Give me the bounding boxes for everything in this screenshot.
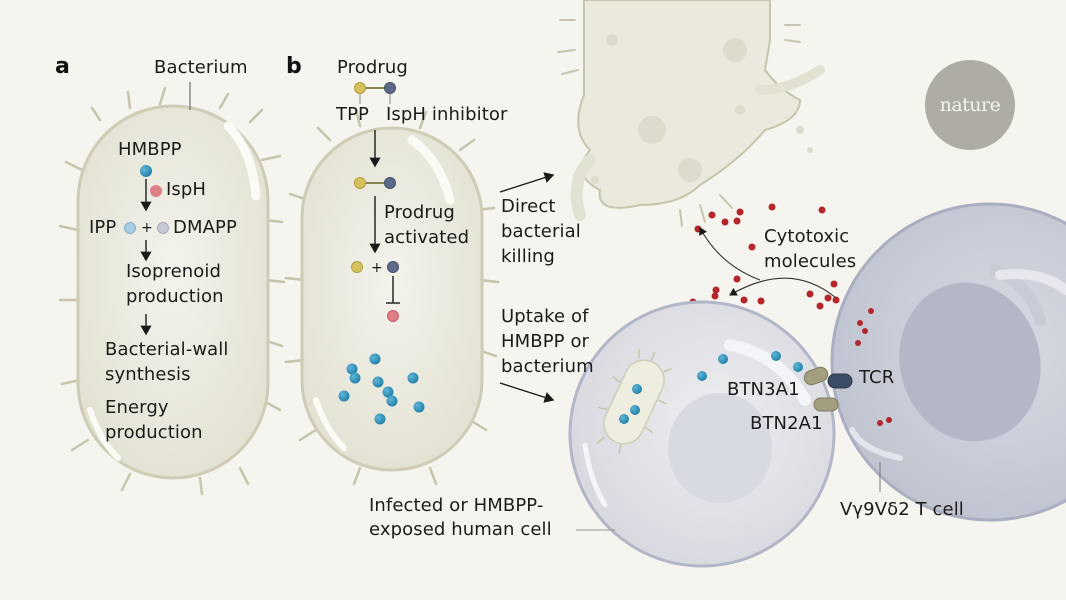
panel-label-a: a (55, 54, 70, 79)
uptake-line1: Uptake of (501, 306, 589, 327)
isph-inhibitor-icon (384, 82, 396, 94)
hmbpp-label: HMBPP (118, 139, 182, 160)
btn3a1-receptor-icon (803, 366, 829, 386)
tpp-label: TPP (336, 104, 370, 125)
energy-production-line1: Energy (105, 397, 169, 418)
isoprenoid-label-line1: Isoprenoid (126, 261, 222, 282)
ipp-molecule-icon (124, 222, 136, 234)
pathway-a (124, 165, 169, 336)
human-cell-label-line1: Infected or HMBPP- (369, 495, 544, 516)
isph-inhibitor-icon (384, 177, 396, 189)
bacterium-b (284, 108, 500, 486)
cytotoxic-line2: molecules (764, 251, 857, 272)
bacterium-a (58, 82, 286, 496)
wall-synthesis-line1: Bacterial-wall (105, 339, 229, 360)
btn3a1-label: BTN3A1 (727, 379, 800, 400)
arrow-uptake (499, 382, 555, 403)
btn2a1-receptor-icon (813, 397, 839, 412)
hmbpp-molecule-icon (140, 165, 152, 177)
tcr-receptor-icon (827, 373, 853, 389)
svg-text:+: + (371, 260, 383, 276)
energy-production-line2: production (105, 422, 203, 443)
prodrug-activated-line2: activated (384, 227, 470, 248)
t-cell-label: Vγ9Vδ2 T cell (840, 499, 964, 520)
isoprenoid-label-line2: production (126, 286, 224, 307)
isph-label: IspH (166, 179, 207, 200)
panel-label-b: b (286, 54, 302, 79)
uptake-line2: HMBPP or (501, 331, 590, 352)
t-cell (830, 202, 1066, 522)
nature-logo: nature (925, 60, 1015, 150)
arrow-killing (499, 172, 555, 193)
human-cell (568, 300, 836, 568)
hmbpp-accumulated (338, 353, 425, 425)
arrow-cytotoxic-to-human (729, 277, 837, 299)
arrow-cytotoxic-to-bacterium (699, 227, 761, 281)
prodrug-b: + (351, 82, 400, 322)
prodrug-activated-line1: Prodrug (384, 202, 455, 223)
tcr-label: TCR (859, 367, 895, 388)
isph-enzyme-icon (150, 185, 162, 197)
tpp-molecule-icon (354, 82, 366, 94)
human-cell-label-line2: exposed human cell (369, 519, 552, 540)
btn2a1-label: BTN2A1 (750, 413, 823, 434)
plus-sign: + (141, 220, 153, 236)
killing-line1: Direct (501, 196, 556, 217)
bacterium-title: Bacterium (154, 57, 248, 78)
dmapp-molecule-icon (157, 222, 169, 234)
killing-line2: bacterial (501, 221, 581, 242)
lysed-bacterium (557, 0, 825, 227)
wall-synthesis-line2: synthesis (105, 364, 191, 385)
isph-inhibitor-label: IspH inhibitor (386, 104, 508, 125)
cytotoxic-line1: Cytotoxic (764, 226, 850, 247)
uptake-line3: bacterium (501, 356, 594, 377)
ipp-label: IPP (89, 217, 117, 238)
dmapp-label: DMAPP (173, 217, 237, 238)
receptors (803, 366, 853, 412)
isph-enzyme-icon (387, 310, 399, 322)
tpp-molecule-icon (354, 177, 366, 189)
killing-line3: killing (501, 246, 555, 267)
prodrug-label: Prodrug (337, 57, 408, 78)
